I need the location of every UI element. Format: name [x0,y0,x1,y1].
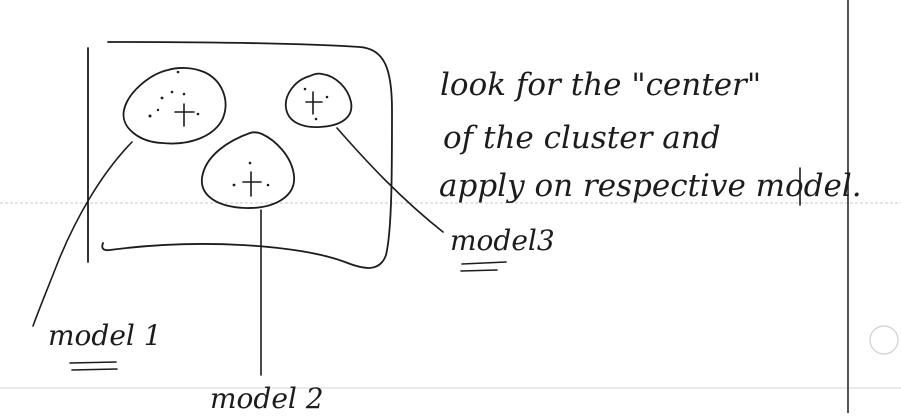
cluster-1-outline [122,67,227,145]
note-line-3: apply on respective model. [439,168,862,204]
cluster-2-outline [201,131,295,209]
cluster-1-center-mark [174,103,195,127]
model-3-label: model3 [450,224,555,257]
model-1-underline [69,361,118,371]
note-line-1: look for the "center" [440,67,761,103]
model-3-leader-line [336,127,444,233]
hole-punch-mark [869,325,899,355]
model-1-leader-line [32,141,133,327]
model-1-label: model 1 [48,319,162,352]
data-space-box [87,41,393,269]
cluster-3-center-mark [305,91,323,115]
model-2-label: model 2 [210,382,324,413]
model-3-underline [460,261,507,272]
note-line-2: of the cluster and [443,120,721,156]
cluster-2-center-mark [242,171,262,197]
cluster-3-outline [284,72,353,128]
cluster-points [148,70,329,187]
